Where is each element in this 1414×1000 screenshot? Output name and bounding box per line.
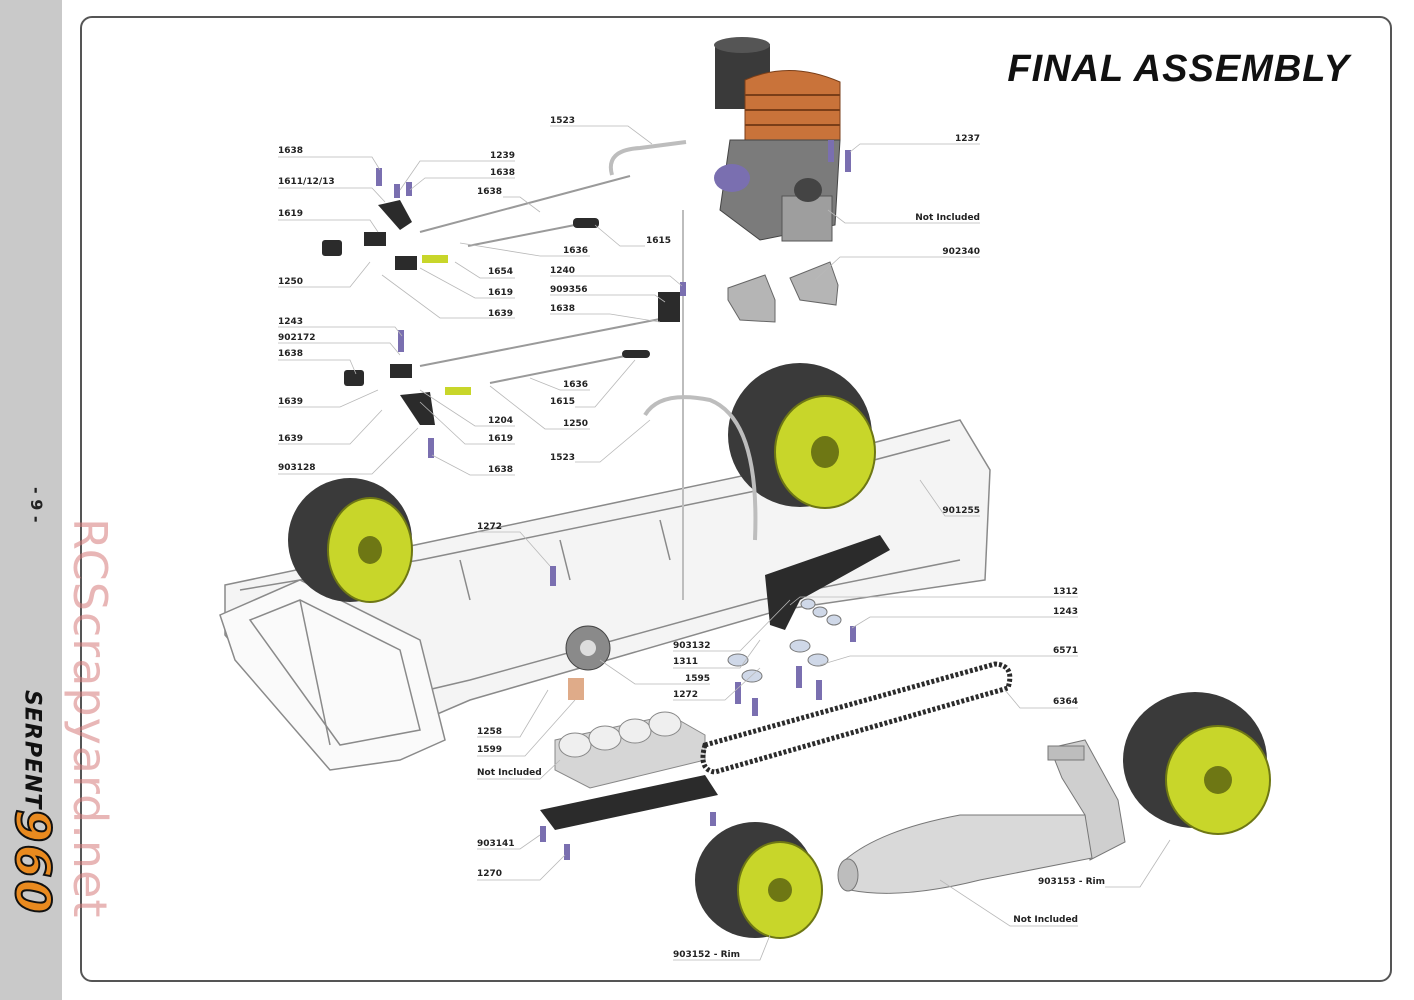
callout-1639-a: 1639 (488, 309, 514, 319)
callout-903152-rim: 903152 - Rim (673, 950, 740, 960)
callout-903141: 903141 (477, 839, 515, 849)
callout-1619-b: 1619 (488, 288, 514, 298)
washers (727, 598, 842, 683)
front-wheel-bottom (695, 822, 823, 939)
brand-name: SERPENT (19, 690, 45, 810)
callout-not-included-engine: Not Included (915, 213, 980, 223)
callout-902340: 902340 (942, 247, 980, 257)
callout-1272-b: 1272 (673, 690, 699, 700)
callout-1240: 1240 (550, 266, 576, 276)
brand-model: 960 (3, 808, 61, 916)
callout-1599: 1599 (477, 745, 503, 755)
callout-1615-b: 1615 (550, 397, 576, 407)
battery-holder (540, 775, 718, 830)
callout-1638-d: 1638 (550, 304, 576, 314)
steering-plate (765, 535, 890, 630)
callout-1523-mid: 1523 (550, 453, 576, 463)
callout-1204: 1204 (488, 416, 514, 426)
callout-1611-12-13: 1611/12/13 (278, 177, 335, 187)
exhaust-pipe (837, 739, 1126, 894)
callout-1619-c: 1619 (488, 434, 514, 444)
callout-not-included-exhaust: Not Included (1013, 915, 1078, 925)
callout-1636-b: 1636 (563, 380, 589, 390)
callout-1258: 1258 (477, 727, 503, 737)
page-frame: FINAL ASSEMBLY (80, 16, 1392, 982)
callout-1311: 1311 (673, 657, 699, 667)
front-wheel-left (288, 478, 413, 603)
callout-1639-c: 1639 (278, 434, 304, 444)
callout-903128: 903128 (278, 463, 316, 473)
callout-1250-b: 1250 (563, 419, 589, 429)
callout-6571: 6571 (1052, 646, 1078, 656)
callout-6364: 6364 (1052, 697, 1078, 707)
linkage-parts (322, 200, 680, 425)
linkage-rods (419, 175, 666, 384)
flywheel-clutch (565, 625, 611, 700)
callout-1243-a: 1243 (278, 317, 304, 327)
page-number: - 9 - (27, 487, 46, 523)
leader-lines (278, 125, 1171, 961)
callout-1639-b: 1639 (278, 397, 304, 407)
callout-1523-top: 1523 (550, 116, 576, 126)
callout-1654: 1654 (488, 267, 514, 277)
callout-909356: 909356 (550, 285, 588, 295)
rear-wheel-top (728, 363, 876, 509)
brand-logo: SERPENT 960 (3, 690, 61, 980)
callout-1638-c: 1638 (477, 187, 503, 197)
callout-1312: 1312 (1052, 587, 1078, 597)
callout-1619-a: 1619 (278, 209, 304, 219)
battery-pack (554, 711, 706, 789)
callout-1638-a: 1638 (278, 146, 304, 156)
callout-1638-e: 1638 (278, 349, 304, 359)
engine-mounts (727, 261, 839, 323)
callout-1615-a: 1615 (646, 236, 672, 246)
page-title: FINAL ASSEMBLY (1007, 48, 1350, 90)
screws (376, 140, 856, 860)
fuel-lines (608, 140, 758, 600)
callout-1638-f: 1638 (488, 465, 514, 475)
callout-not-included-battery: Not Included (477, 768, 542, 778)
callout-901255: 901255 (942, 506, 980, 516)
sidebar-strip: - 9 - SERPENT 960 (0, 0, 62, 1000)
callout-1636-a: 1636 (563, 246, 589, 256)
callout-1595: 1595 (684, 674, 710, 684)
callout-1250-a: 1250 (278, 277, 304, 287)
rear-wheel-right (1123, 692, 1271, 835)
callout-903153-rim: 903153 - Rim (1038, 877, 1105, 887)
watermark: RCScrapyard.net (63, 518, 117, 919)
callout-1272-a: 1272 (477, 522, 503, 532)
callout-903132: 903132 (673, 641, 711, 651)
callout-902172: 902172 (278, 333, 316, 343)
callout-1638-b: 1638 (489, 168, 515, 178)
callout-1270: 1270 (477, 869, 503, 879)
callout-1239: 1239 (489, 151, 515, 161)
engine (714, 37, 841, 242)
callout-1237: 1237 (954, 134, 980, 144)
callout-1243-b: 1243 (1052, 607, 1078, 617)
